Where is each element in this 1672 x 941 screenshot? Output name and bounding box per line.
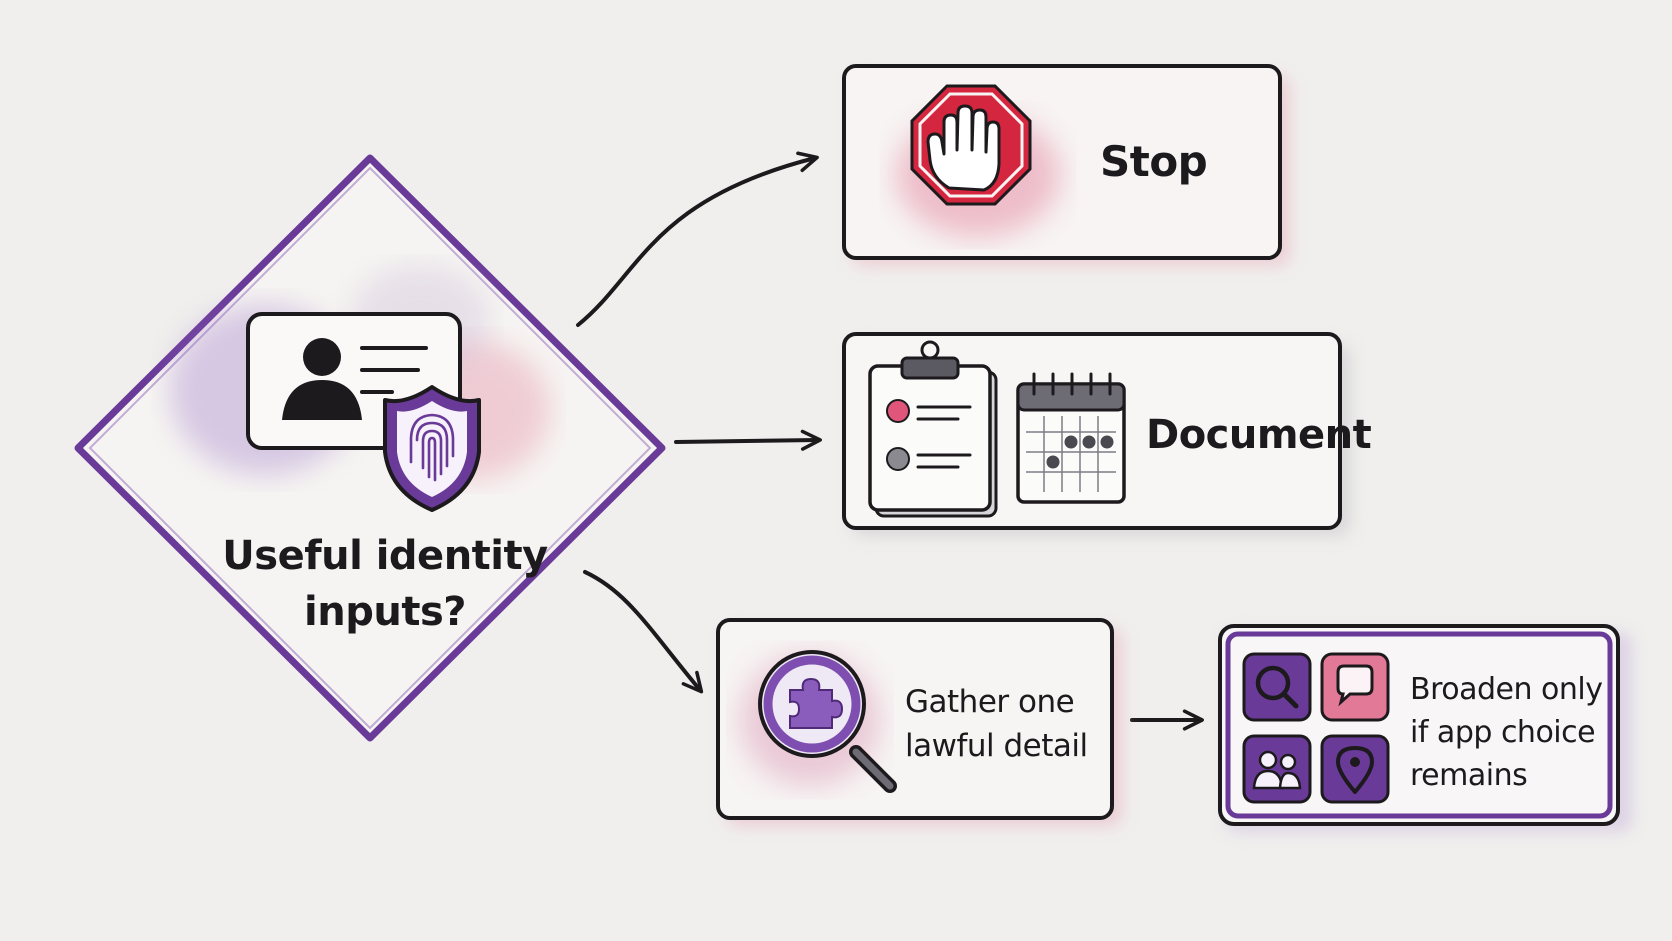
fingerprint-shield-icon xyxy=(383,385,481,512)
calendar-icon xyxy=(1016,372,1126,504)
stop-hand-icon xyxy=(910,84,1032,206)
broaden-label-line-3: remains xyxy=(1410,758,1528,793)
document-label: Document xyxy=(1146,412,1372,458)
broaden-label-line-1: Broaden only xyxy=(1410,672,1603,707)
stop-label: Stop xyxy=(1100,137,1208,186)
decision-label-line-1: Useful identity xyxy=(222,533,548,579)
search-app-icon xyxy=(1242,652,1312,722)
decision-label: Useful identity inputs? xyxy=(195,528,575,640)
arrow-to-document xyxy=(674,429,822,451)
decision-label-line-2: inputs? xyxy=(304,589,466,635)
clipboard-icon xyxy=(868,340,998,518)
broaden-label-line-2: if app choice xyxy=(1410,715,1596,750)
gather-label-line-1: Gather one xyxy=(905,684,1075,720)
chat-app-icon xyxy=(1320,652,1390,722)
magnifier-puzzle-icon xyxy=(758,650,897,793)
broaden-label: Broaden only if app choice remains xyxy=(1410,668,1640,797)
gather-label: Gather one lawful detail xyxy=(905,680,1105,768)
arrow-to-stop xyxy=(576,151,819,327)
contacts-app-icon xyxy=(1242,734,1312,804)
gather-label-line-2: lawful detail xyxy=(905,728,1088,764)
location-app-icon xyxy=(1320,734,1390,804)
arrow-to-gather xyxy=(583,570,704,694)
